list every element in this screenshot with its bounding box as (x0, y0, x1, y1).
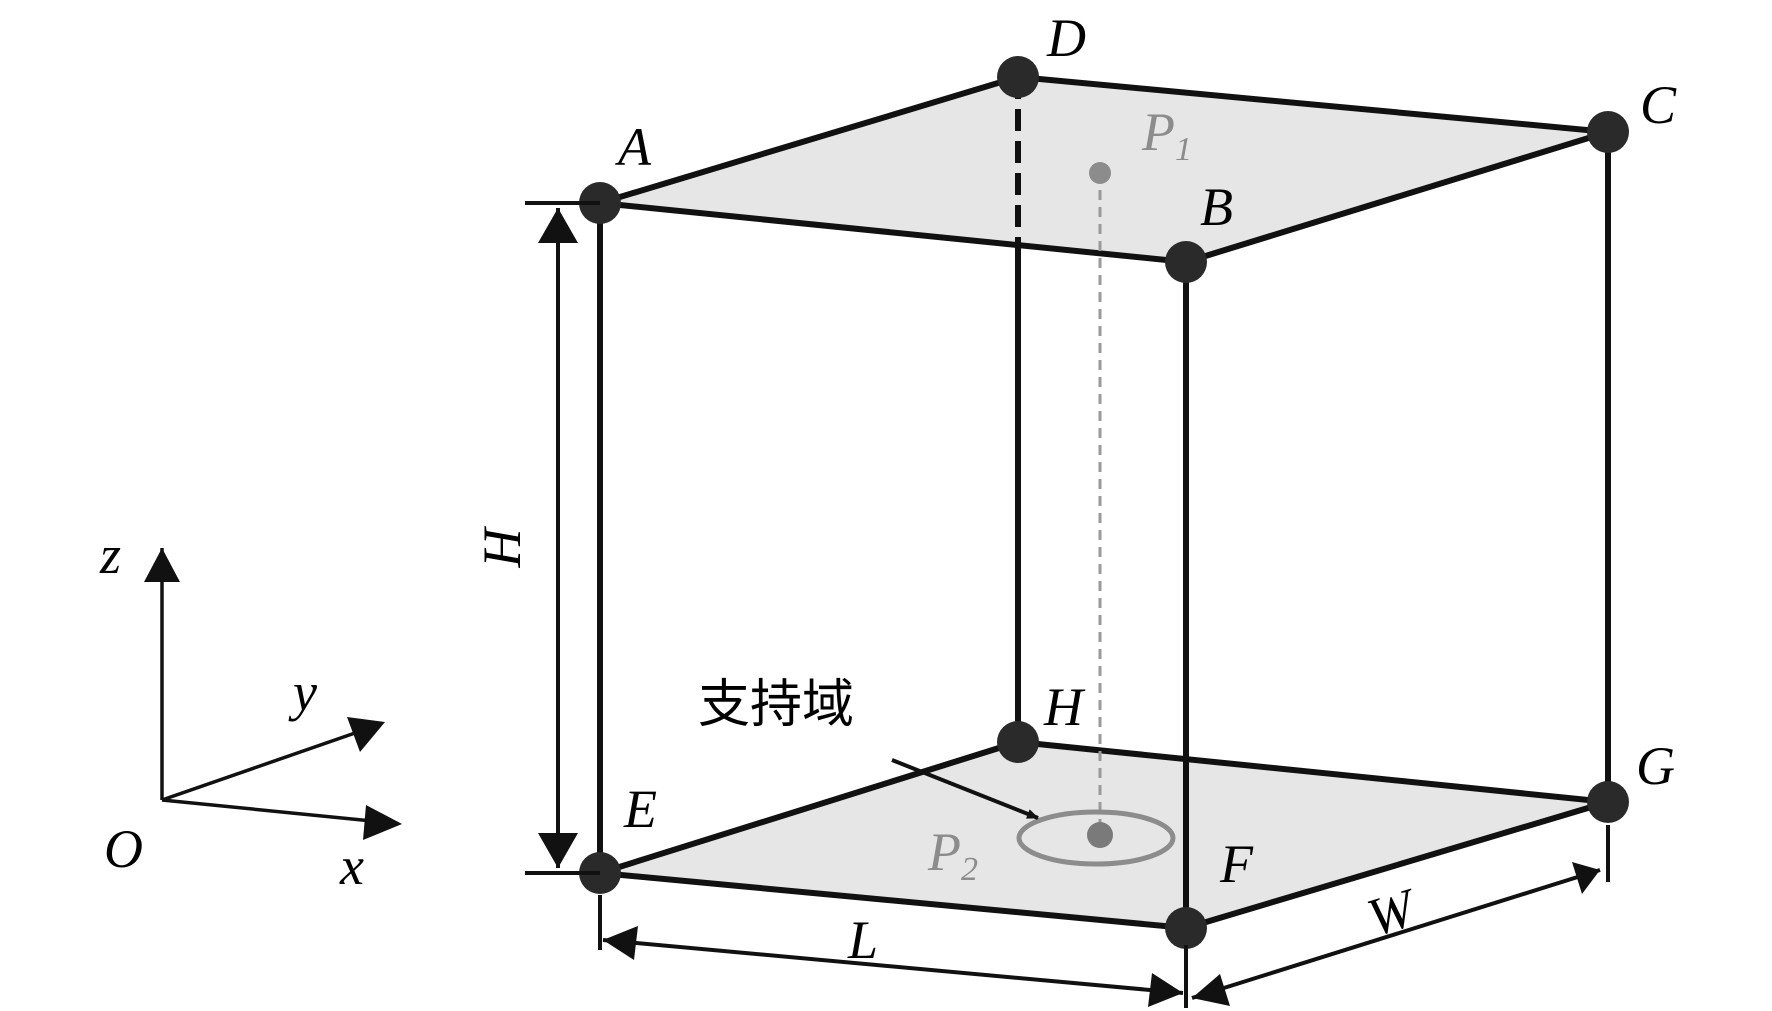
label-F: F (1219, 834, 1254, 894)
label-G: G (1636, 736, 1675, 796)
height-arrow-up (538, 208, 578, 243)
label-B: B (1200, 177, 1233, 237)
label-H-vertex: H (1043, 677, 1086, 737)
point-p1 (1089, 162, 1111, 184)
edge-DA (599, 74, 1019, 206)
axis-label-y: y (288, 662, 317, 722)
axis-label-origin: O (104, 819, 143, 879)
y-axis-arrow (347, 717, 385, 752)
vertex-B (1165, 241, 1207, 283)
label-C: C (1640, 75, 1677, 135)
z-axis-arrow (144, 548, 180, 582)
vertex-C (1587, 111, 1629, 153)
vertex-D (997, 56, 1039, 98)
support-domain-ellipse (1016, 809, 1176, 867)
vertex-G (1587, 781, 1629, 823)
width-label: W (1360, 876, 1425, 948)
label-E: E (623, 779, 657, 839)
length-label: L (847, 910, 878, 970)
width-dimension-line (1191, 868, 1601, 1000)
height-arrow-down (538, 833, 578, 868)
support-domain-arrow (891, 758, 1039, 820)
edge-AB (599, 200, 1187, 265)
edge-GH (1017, 739, 1609, 805)
edge-FG (1185, 799, 1609, 931)
width-arrow-right (1572, 862, 1600, 894)
edge-EF (599, 870, 1187, 931)
axis-label-z: z (99, 525, 121, 585)
axis-label-x: x (339, 836, 364, 896)
height-label: H (472, 526, 532, 569)
support-domain-label: 支持域 (698, 675, 854, 735)
label-p1: P1 (1141, 102, 1192, 168)
edge-BC (1185, 129, 1609, 265)
length-arrow-left (603, 926, 638, 960)
length-dimension-line (602, 938, 1184, 995)
x-axis-arrow (363, 805, 402, 840)
vertex-F (1165, 907, 1207, 949)
vertex-H (997, 721, 1039, 763)
x-axis (161, 798, 373, 823)
y-axis (161, 731, 356, 802)
label-p2: P2 (927, 822, 978, 888)
label-D: D (1046, 8, 1086, 68)
length-arrow-right (1148, 973, 1183, 1007)
edge-HE (599, 739, 1019, 876)
width-arrow-left (1192, 974, 1230, 1006)
label-A: A (615, 117, 652, 177)
edge-CD (1017, 74, 1609, 135)
point-p2 (1087, 822, 1113, 848)
